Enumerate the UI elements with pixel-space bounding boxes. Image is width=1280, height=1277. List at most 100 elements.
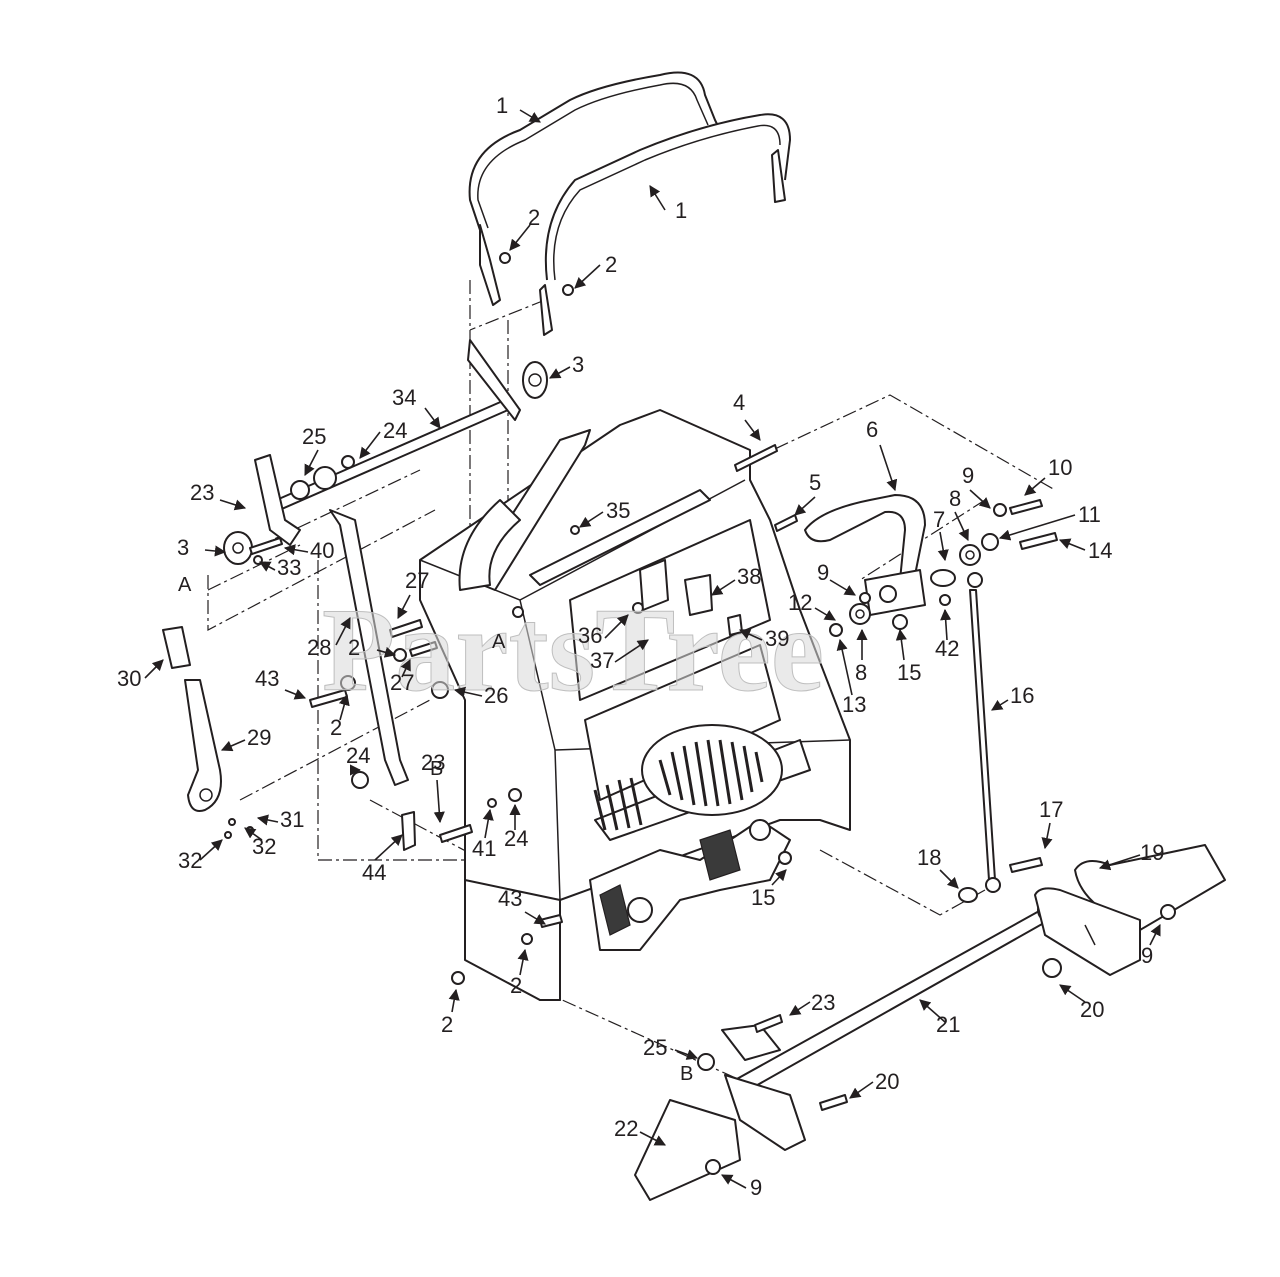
- callout-leader-26: [614, 639, 649, 663]
- callout-leader-39: [836, 638, 853, 696]
- callout-9: 9: [1141, 943, 1153, 968]
- callout-leader-37: [220, 739, 246, 752]
- callout-3: 3: [572, 352, 584, 377]
- callout-leader-57: [448, 988, 460, 1013]
- callout-leader-10: [219, 499, 247, 511]
- callout-leader-60: [1059, 984, 1086, 1003]
- callout-32: 32: [178, 848, 202, 873]
- callout-27: 27: [390, 670, 414, 695]
- side-rod: [329, 509, 409, 786]
- callout-36: 36: [578, 623, 602, 648]
- callout-2: 2: [528, 205, 540, 230]
- callout-24: 24: [346, 743, 370, 768]
- letter-a: A: [492, 631, 506, 653]
- callout-leader-12: [283, 544, 309, 556]
- callout-43: 43: [255, 666, 279, 691]
- callout-leader-18: [1024, 477, 1046, 496]
- callout-31: 31: [280, 807, 304, 832]
- callout-leader-28: [738, 629, 763, 641]
- callout-leader-63: [849, 1081, 874, 1099]
- callout-leader-9: [359, 431, 381, 459]
- callout-leader-65: [721, 1174, 747, 1189]
- callout-33: 33: [277, 555, 301, 580]
- callout-27: 27: [405, 568, 429, 593]
- callout-22: 22: [614, 1116, 638, 1141]
- callout-leader-40: [895, 628, 907, 661]
- callout-leader-23: [829, 579, 856, 596]
- callout-leader-52: [939, 869, 959, 889]
- callout-4: 4: [733, 390, 745, 415]
- callout-15: 15: [897, 660, 921, 685]
- callout-39: 39: [765, 626, 789, 651]
- callout-9: 9: [750, 1175, 762, 1200]
- callout-leaders: [144, 109, 1161, 1189]
- callout-leader-22: [1058, 538, 1086, 551]
- callout-7: 7: [933, 507, 945, 532]
- callout-leader-41: [940, 608, 952, 641]
- callout-1: 1: [496, 93, 508, 118]
- callout-leader-33: [453, 686, 483, 698]
- callout-38: 38: [737, 564, 761, 589]
- callout-leader-27: [711, 579, 736, 596]
- callout-leader-24: [814, 607, 836, 621]
- callout-32: 32: [252, 834, 276, 859]
- callout-leader-1: [519, 109, 541, 123]
- callout-17: 17: [1039, 797, 1063, 822]
- callout-leader-50: [374, 834, 403, 861]
- callout-leader-58: [789, 1001, 811, 1016]
- callout-21: 21: [936, 1012, 960, 1037]
- callout-leader-34: [144, 659, 164, 679]
- control-shaft: [223, 339, 548, 565]
- upper-handle-left: [468, 71, 736, 306]
- callout-leader-4: [574, 264, 601, 289]
- callout-leader-53: [1098, 854, 1141, 871]
- callout-26: 26: [484, 683, 508, 708]
- callout-28: 28: [307, 635, 331, 660]
- callout-leader-61: [1149, 923, 1161, 946]
- callout-12: 12: [788, 590, 812, 615]
- callout-leader-36: [338, 693, 350, 721]
- callout-leader-56: [517, 948, 529, 976]
- callout-34: 34: [392, 385, 416, 410]
- callout-2: 2: [441, 1012, 453, 1037]
- callout-leader-3: [509, 224, 531, 251]
- callout-23: 23: [421, 750, 445, 775]
- right-control-assembly: [804, 494, 1058, 903]
- callout-1: 1: [675, 198, 687, 223]
- callout-20: 20: [1080, 997, 1104, 1022]
- callout-leader-55: [524, 911, 546, 925]
- control-lever: [162, 626, 222, 812]
- upper-handle-right: [539, 113, 791, 336]
- callout-leader-13: [259, 561, 276, 572]
- callout-leader-7: [424, 407, 441, 429]
- callout-leader-11: [204, 545, 227, 557]
- callout-leader-35: [284, 689, 307, 700]
- callout-24: 24: [383, 418, 407, 443]
- callout-42: 42: [935, 636, 959, 661]
- callout-2: 2: [510, 973, 522, 998]
- callout-5: 5: [809, 470, 821, 495]
- callout-25: 25: [302, 424, 326, 449]
- hardware: [224, 252, 798, 985]
- callout-leader-17: [969, 489, 991, 509]
- callout-25: 25: [643, 1035, 667, 1060]
- letter-b: B: [680, 1063, 693, 1085]
- foot-rest-assembly: [634, 844, 1226, 1201]
- callout-15: 15: [751, 885, 775, 910]
- callout-leader-64: [639, 1131, 666, 1146]
- callout-leader-44: [433, 779, 445, 824]
- callout-leader-15: [794, 496, 816, 516]
- callout-leader-30: [335, 617, 351, 646]
- watermark: PartsTree: [322, 583, 824, 716]
- callout-14: 14: [1088, 538, 1112, 563]
- callout-23: 23: [190, 480, 214, 505]
- callout-2: 2: [605, 252, 617, 277]
- callout-24: 24: [504, 826, 528, 851]
- callout-leader-47: [199, 839, 223, 861]
- callout-23: 23: [811, 990, 835, 1015]
- callout-2: 2: [348, 635, 360, 660]
- callout-6: 6: [866, 417, 878, 442]
- callout-35: 35: [606, 498, 630, 523]
- callout-10: 10: [1048, 455, 1072, 480]
